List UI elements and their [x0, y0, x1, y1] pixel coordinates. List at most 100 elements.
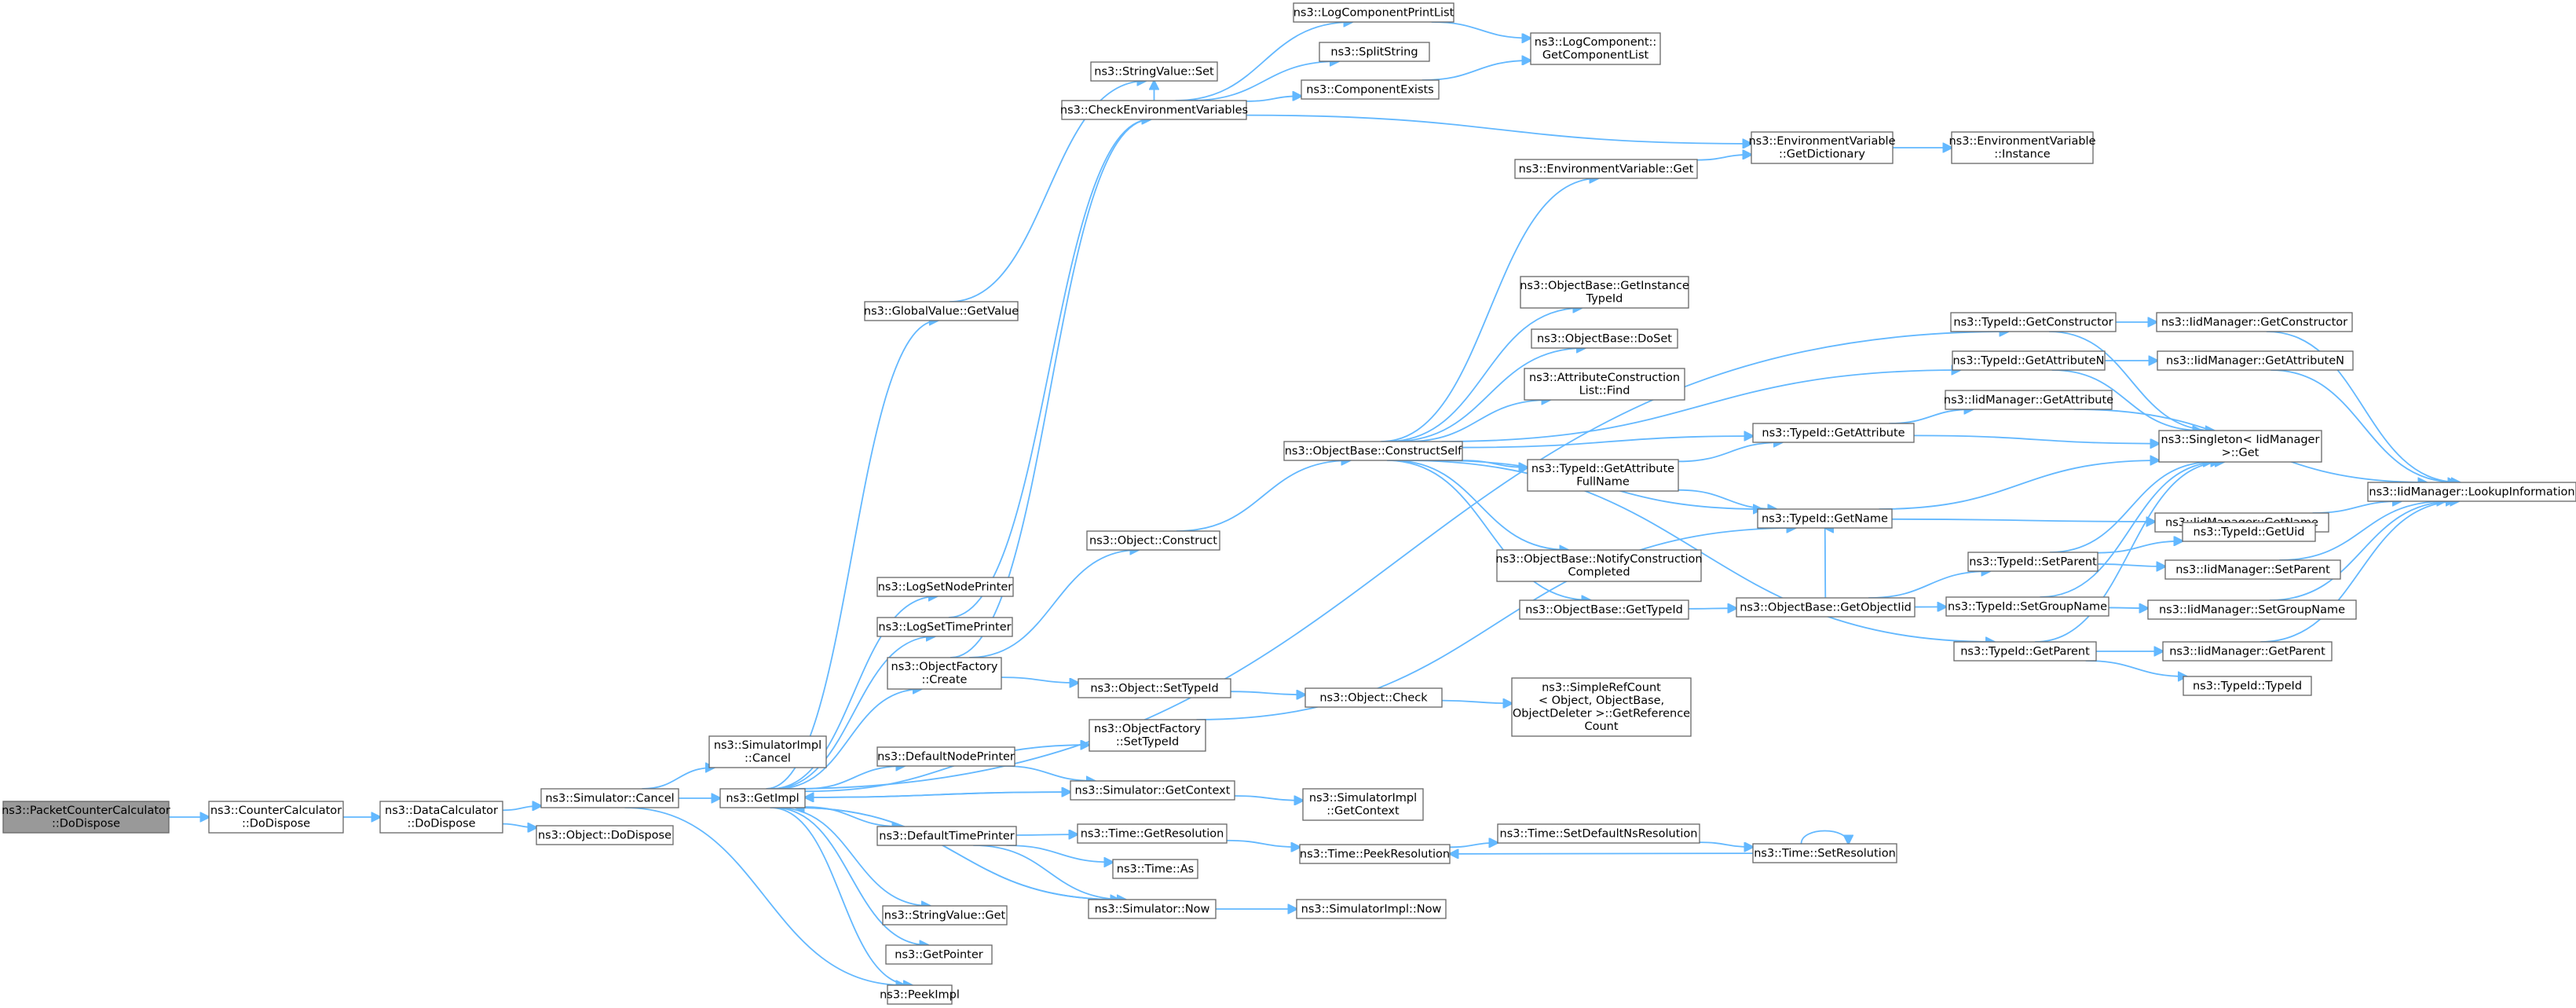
node-label-line: ns3::ComponentExists: [1306, 83, 1434, 96]
node-tidGetParent[interactable]: ns3::TypeId::GetParent: [1953, 641, 2097, 662]
node-tidGetConstructor[interactable]: ns3::TypeId::GetConstructor: [1950, 312, 2117, 332]
node-logNode[interactable]: ns3::LogSetNodePrinter: [876, 577, 1014, 597]
node-obConstructSelf[interactable]: ns3::ObjectBase::ConstructSelf: [1283, 441, 1463, 461]
node-box: [2158, 430, 2322, 463]
node-timePeekRes[interactable]: ns3::Time::PeekResolution: [1299, 844, 1451, 864]
node-box: [1061, 100, 1247, 120]
node-tidSetGroup[interactable]: ns3::TypeId::SetGroupName: [1945, 596, 2109, 617]
edge-obConstructSelf-to-obDoSet: [1392, 348, 1585, 442]
node-tidGetName[interactable]: ns3::TypeId::GetName: [1757, 508, 1893, 529]
edge-checkEnv-to-compExists: [1246, 96, 1301, 102]
edge-tidSetParent-to-iidSetParent: [2097, 564, 2165, 566]
node-timeGetRes[interactable]: ns3::Time::GetResolution: [1077, 823, 1228, 844]
node-simCancel[interactable]: ns3::Simulator::Cancel: [540, 788, 679, 808]
edge-tidSetParent-to-tidGetUid: [2097, 541, 2183, 554]
node-tidGetUid[interactable]: ns3::TypeId::GetUid: [2182, 522, 2316, 542]
node-label-line: ::Create: [922, 674, 968, 687]
node-checkEnv[interactable]: ns3::CheckEnvironmentVariables: [1060, 100, 1248, 120]
node-dcDo[interactable]: ns3::DataCalculator::DoDispose: [379, 801, 503, 834]
node-iidLookup[interactable]: ns3::IidManager::LookupInformation: [2367, 482, 2576, 502]
node-label-line: ::Cancel: [745, 753, 791, 765]
node-iidGetConstructor[interactable]: ns3::IidManager::GetConstructor: [2156, 312, 2353, 332]
node-box: [1752, 843, 1897, 863]
node-logTime[interactable]: ns3::LogSetTimePrinter: [876, 617, 1013, 637]
node-obNotify[interactable]: ns3::ObjectBase::NotifyConstructionCompl…: [1495, 549, 1703, 582]
node-timeSetRes[interactable]: ns3::Time::SetResolution: [1752, 843, 1897, 863]
edge-obGetObjectIid-to-tidGetName: [1825, 528, 1826, 599]
node-envVarGet[interactable]: ns3::EnvironmentVariable::Get: [1514, 159, 1698, 179]
node-logCompGetList[interactable]: ns3::LogComponent::GetComponentList: [1530, 32, 1661, 65]
node-box: [1751, 131, 1894, 164]
edge-timeSetRes-to-timePeekRes: [1450, 853, 1754, 854]
node-ccDo[interactable]: ns3::CounterCalculator::DoDispose: [208, 801, 344, 834]
node-defTime[interactable]: ns3::DefaultTimePrinter: [876, 826, 1017, 846]
edge-dcDo-to-simCancel: [502, 806, 541, 812]
node-timeSetDefNs[interactable]: ns3::Time::SetDefaultNsResolution: [1497, 823, 1700, 844]
node-objConstruct[interactable]: ns3::Object::Construct: [1086, 530, 1220, 551]
node-simImplCancel[interactable]: ns3::SimulatorImpl::Cancel: [708, 735, 827, 768]
node-root[interactable]: ns3::PacketCounterCalculator::DoDispose: [2, 801, 170, 834]
node-label-line: ns3::ObjectFactory: [891, 661, 998, 673]
node-svGet[interactable]: ns3::StringValue::Get: [882, 905, 1008, 926]
edge-tidGetAttrFull-to-tidGetAttr: [1678, 442, 1782, 463]
node-box: [885, 944, 993, 965]
edge-tidGetName-to-iidGetName: [1891, 519, 2155, 522]
node-simpleRefGetRef[interactable]: ns3::SimpleRefCount< Object, ObjectBase,…: [1511, 677, 1692, 737]
node-svSet[interactable]: ns3::StringValue::Set: [1090, 61, 1218, 82]
node-box: [1967, 552, 2098, 572]
node-label-line: ::DoDispose: [52, 818, 120, 830]
node-objSetTypeId[interactable]: ns3::Object::SetTypeId: [1078, 678, 1231, 698]
node-objDo[interactable]: ns3::Object::DoDispose: [536, 825, 674, 845]
node-label-line: ns3::Simulator::Now: [1095, 903, 1210, 915]
node-getImpl[interactable]: ns3::GetImpl: [719, 788, 806, 808]
node-splitString[interactable]: ns3::SplitString: [1319, 42, 1430, 62]
node-simNow[interactable]: ns3::Simulator::Now: [1088, 899, 1217, 919]
node-obGetObjectIid[interactable]: ns3::ObjectBase::GetObjectIid: [1736, 597, 1916, 618]
node-ofSetTypeId[interactable]: ns3::ObjectFactory::SetTypeId: [1089, 719, 1206, 752]
node-simGetContext[interactable]: ns3::Simulator::GetContext: [1070, 780, 1235, 801]
node-timeAs[interactable]: ns3::Time::As: [1112, 859, 1198, 879]
node-box: [1090, 61, 1218, 82]
node-iidGetAttr[interactable]: ns3::IidManager::GetAttribute: [1944, 390, 2113, 410]
node-envVarInstance[interactable]: ns3::EnvironmentVariable::Instance: [1948, 131, 2096, 164]
node-getPointer[interactable]: ns3::GetPointer: [885, 944, 993, 965]
node-iidSetParent[interactable]: ns3::IidManager::SetParent: [2164, 559, 2341, 580]
edge-compExists-to-logCompGetList: [1422, 60, 1531, 81]
node-obDoSet[interactable]: ns3::ObjectBase::DoSet: [1531, 328, 1678, 349]
node-logCompPrint[interactable]: ns3::LogComponentPrintList: [1293, 2, 1454, 23]
node-label-line: ns3::LogComponent::: [1535, 36, 1657, 49]
node-defNode[interactable]: ns3::DefaultNodePrinter: [876, 746, 1015, 767]
node-peekImpl[interactable]: ns3::PeekImpl: [880, 984, 960, 1005]
node-objFactCreate[interactable]: ns3::ObjectFactory::Create: [887, 657, 1002, 690]
node-singletonGet[interactable]: ns3::Singleton< IidManager>::Get: [2158, 430, 2322, 463]
node-label-line: ::GetContext: [1326, 805, 1400, 818]
node-tidTypeId[interactable]: ns3::TypeId::TypeId: [2183, 676, 2312, 696]
node-box: [876, 746, 1015, 767]
node-label-line: ns3::ObjectBase::GetTypeId: [1525, 603, 1683, 616]
node-label-line: ns3::GetImpl: [726, 792, 799, 805]
node-tidSetParent[interactable]: ns3::TypeId::SetParent: [1967, 552, 2098, 572]
node-label-line: ::DoDispose: [407, 818, 475, 830]
node-iidGetAttrN[interactable]: ns3::IidManager::GetAttributeN: [2157, 350, 2354, 371]
node-objCheck[interactable]: ns3::Object::Check: [1304, 687, 1443, 708]
edge-tidSetGroup-to-singletonGet: [2040, 462, 2219, 598]
node-iidSetGroup[interactable]: ns3::IidManager::SetGroupName: [2147, 599, 2357, 620]
node-label-line: ns3::Time::SetResolution: [1754, 847, 1896, 860]
node-tidGetAttr[interactable]: ns3::TypeId::GetAttribute: [1752, 423, 1915, 443]
edge-getImpl-to-logTime: [772, 636, 935, 790]
node-box: [2183, 676, 2312, 696]
node-gvGetValue[interactable]: ns3::GlobalValue::GetValue: [864, 301, 1019, 321]
node-label-line: ns3::TypeId::SetParent: [1969, 555, 2097, 568]
node-obGetTypeId[interactable]: ns3::ObjectBase::GetTypeId: [1519, 599, 1689, 620]
node-simImplGetCtx[interactable]: ns3::SimulatorImpl::GetContext: [1302, 788, 1424, 821]
node-tidGetAttrN[interactable]: ns3::TypeId::GetAttributeN: [1952, 350, 2106, 371]
node-simImplNow[interactable]: ns3::SimulatorImpl::Now: [1296, 899, 1447, 919]
node-envVarGetDict[interactable]: ns3::EnvironmentVariable::GetDictionary: [1748, 131, 1896, 164]
node-iidGetParent[interactable]: ns3::IidManager::GetParent: [2162, 641, 2333, 662]
edge-logCompPrint-to-logCompGetList: [1431, 21, 1531, 38]
node-compExists[interactable]: ns3::ComponentExists: [1301, 79, 1440, 100]
edge-getImpl-to-logNode: [770, 596, 937, 790]
